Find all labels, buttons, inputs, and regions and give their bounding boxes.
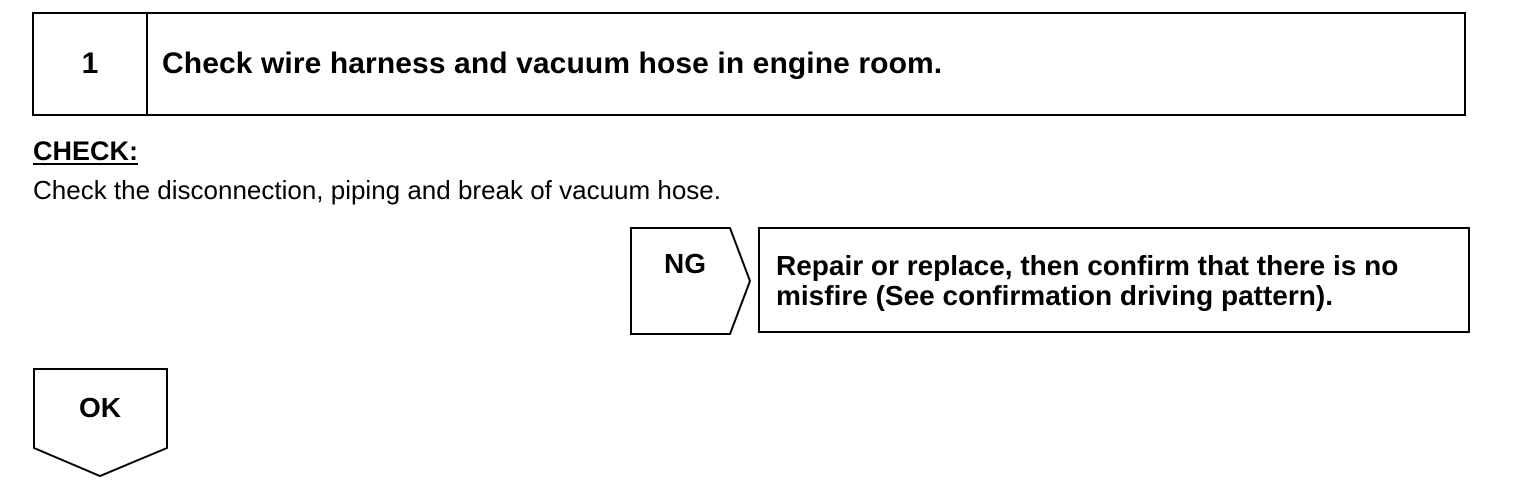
ng-label: NG [664,248,706,279]
step-number: 1 [34,14,148,114]
ng-action-line-2: misfire (See confirmation driving patter… [776,280,1333,311]
step-title: Check wire harness and vacuum hose in en… [162,47,943,80]
check-instruction: Check the disconnection, piping and brea… [33,175,721,205]
check-heading: CHECK: [33,136,138,166]
ng-action-box: Repair or replace, then confirm that the… [758,227,1470,333]
step-header-box: 1 Check wire harness and vacuum hose in … [32,12,1466,116]
ok-arrow-shape [33,368,168,478]
ng-arrow-shape [630,227,752,335]
ng-action-line-1: Repair or replace, then confirm that the… [776,250,1399,281]
ok-label: OK [79,392,121,423]
